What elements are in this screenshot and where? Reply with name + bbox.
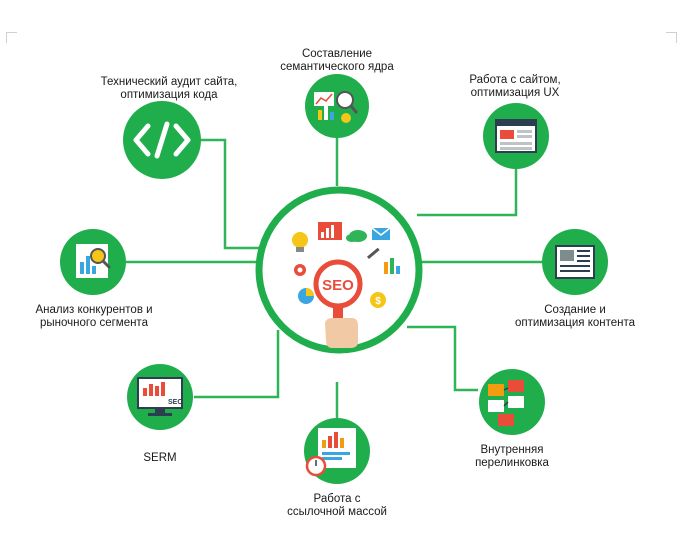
hub-pie-icon [298, 288, 314, 304]
magnifier-chart-icon [76, 244, 112, 278]
monitor-seo-icon: SEO [137, 377, 183, 416]
label-website-ux-line-2: оптимизация UX [470, 87, 560, 99]
hub-bulb-icon [292, 232, 308, 252]
node-competitor-analysis [60, 229, 126, 295]
label-semantic-core-line-2: семантического ядра [280, 61, 394, 73]
label-code-audit-line-1: Технический аудит сайта, [100, 76, 238, 88]
connector-lines [117, 137, 547, 418]
node-serm: SEO [127, 364, 193, 430]
connector-website-ux [417, 168, 518, 217]
label-internal-linking-line-2: перелинковка [475, 457, 549, 469]
crop-corner-top-right [666, 32, 677, 43]
label-serm: SERM [110, 452, 210, 465]
connector-serm [194, 330, 280, 399]
node-semantic-core [305, 74, 369, 138]
label-internal-linking-line-1: Внутренняя [480, 444, 544, 456]
node-code-audit [123, 101, 201, 179]
seo-magnifier-icon [313, 259, 363, 348]
svg-text:SEO: SEO [168, 399, 183, 406]
node-website-ux [483, 103, 549, 169]
center-seo-text: SEO [322, 277, 354, 294]
label-website-ux: Работа с сайтом, оптимизация UX [440, 74, 590, 100]
label-link-mass-line-2: ссылочной массой [287, 506, 387, 518]
label-content-line-1: Создание и [544, 304, 606, 316]
label-code-audit: Технический аудит сайта, оптимизация код… [84, 76, 254, 102]
label-content: Создание и оптимизация контента [500, 304, 650, 330]
label-semantic-core-line-1: Составление [301, 48, 373, 60]
label-link-mass-line-1: Работа с [313, 493, 361, 505]
label-competitor-line-1: Анализ конкурентов и [35, 304, 153, 316]
hub-mail-icon [371, 227, 391, 240]
svg-text:$: $ [375, 296, 381, 307]
hub-chart-icon [318, 222, 342, 240]
label-semantic-core: Составление семантического ядра [257, 48, 417, 74]
label-website-ux-line-1: Работа с сайтом, [469, 74, 561, 86]
hub-dollar-icon: $ [370, 292, 386, 308]
label-serm-line-1: SERM [143, 452, 177, 464]
node-content [542, 229, 608, 295]
newspaper-icon [555, 245, 595, 279]
connector-internal-linking [407, 325, 478, 392]
hub-gear-icon [294, 264, 306, 276]
label-content-line-2: оптимизация контента [514, 317, 636, 329]
label-competitor-analysis: Анализ конкурентов и рыночного сегмента [18, 304, 170, 330]
label-internal-linking: Внутренняя перелинковка [452, 444, 572, 470]
hub-bars-icon [384, 258, 400, 274]
node-link-mass [304, 418, 370, 484]
analytics-chart-icon [314, 91, 359, 123]
hub-tool-icon [366, 247, 380, 260]
crop-corner-top-left [6, 32, 17, 43]
browser-window-icon [495, 119, 537, 153]
connector-code-audit [200, 138, 262, 250]
label-competitor-line-2: рыночного сегмента [40, 317, 148, 329]
stopwatch-report-icon [305, 428, 356, 477]
cubes-links-icon [488, 380, 524, 426]
hub-cloud-icon [346, 230, 367, 242]
code-brackets-icon [133, 121, 191, 159]
node-internal-linking [479, 369, 545, 435]
central-hub: $ SEO [255, 186, 423, 354]
node-semantic-core-circle [305, 74, 369, 138]
label-code-audit-line-2: оптимизация кода [120, 89, 218, 101]
label-link-mass: Работа с ссылочной массой [262, 493, 412, 519]
